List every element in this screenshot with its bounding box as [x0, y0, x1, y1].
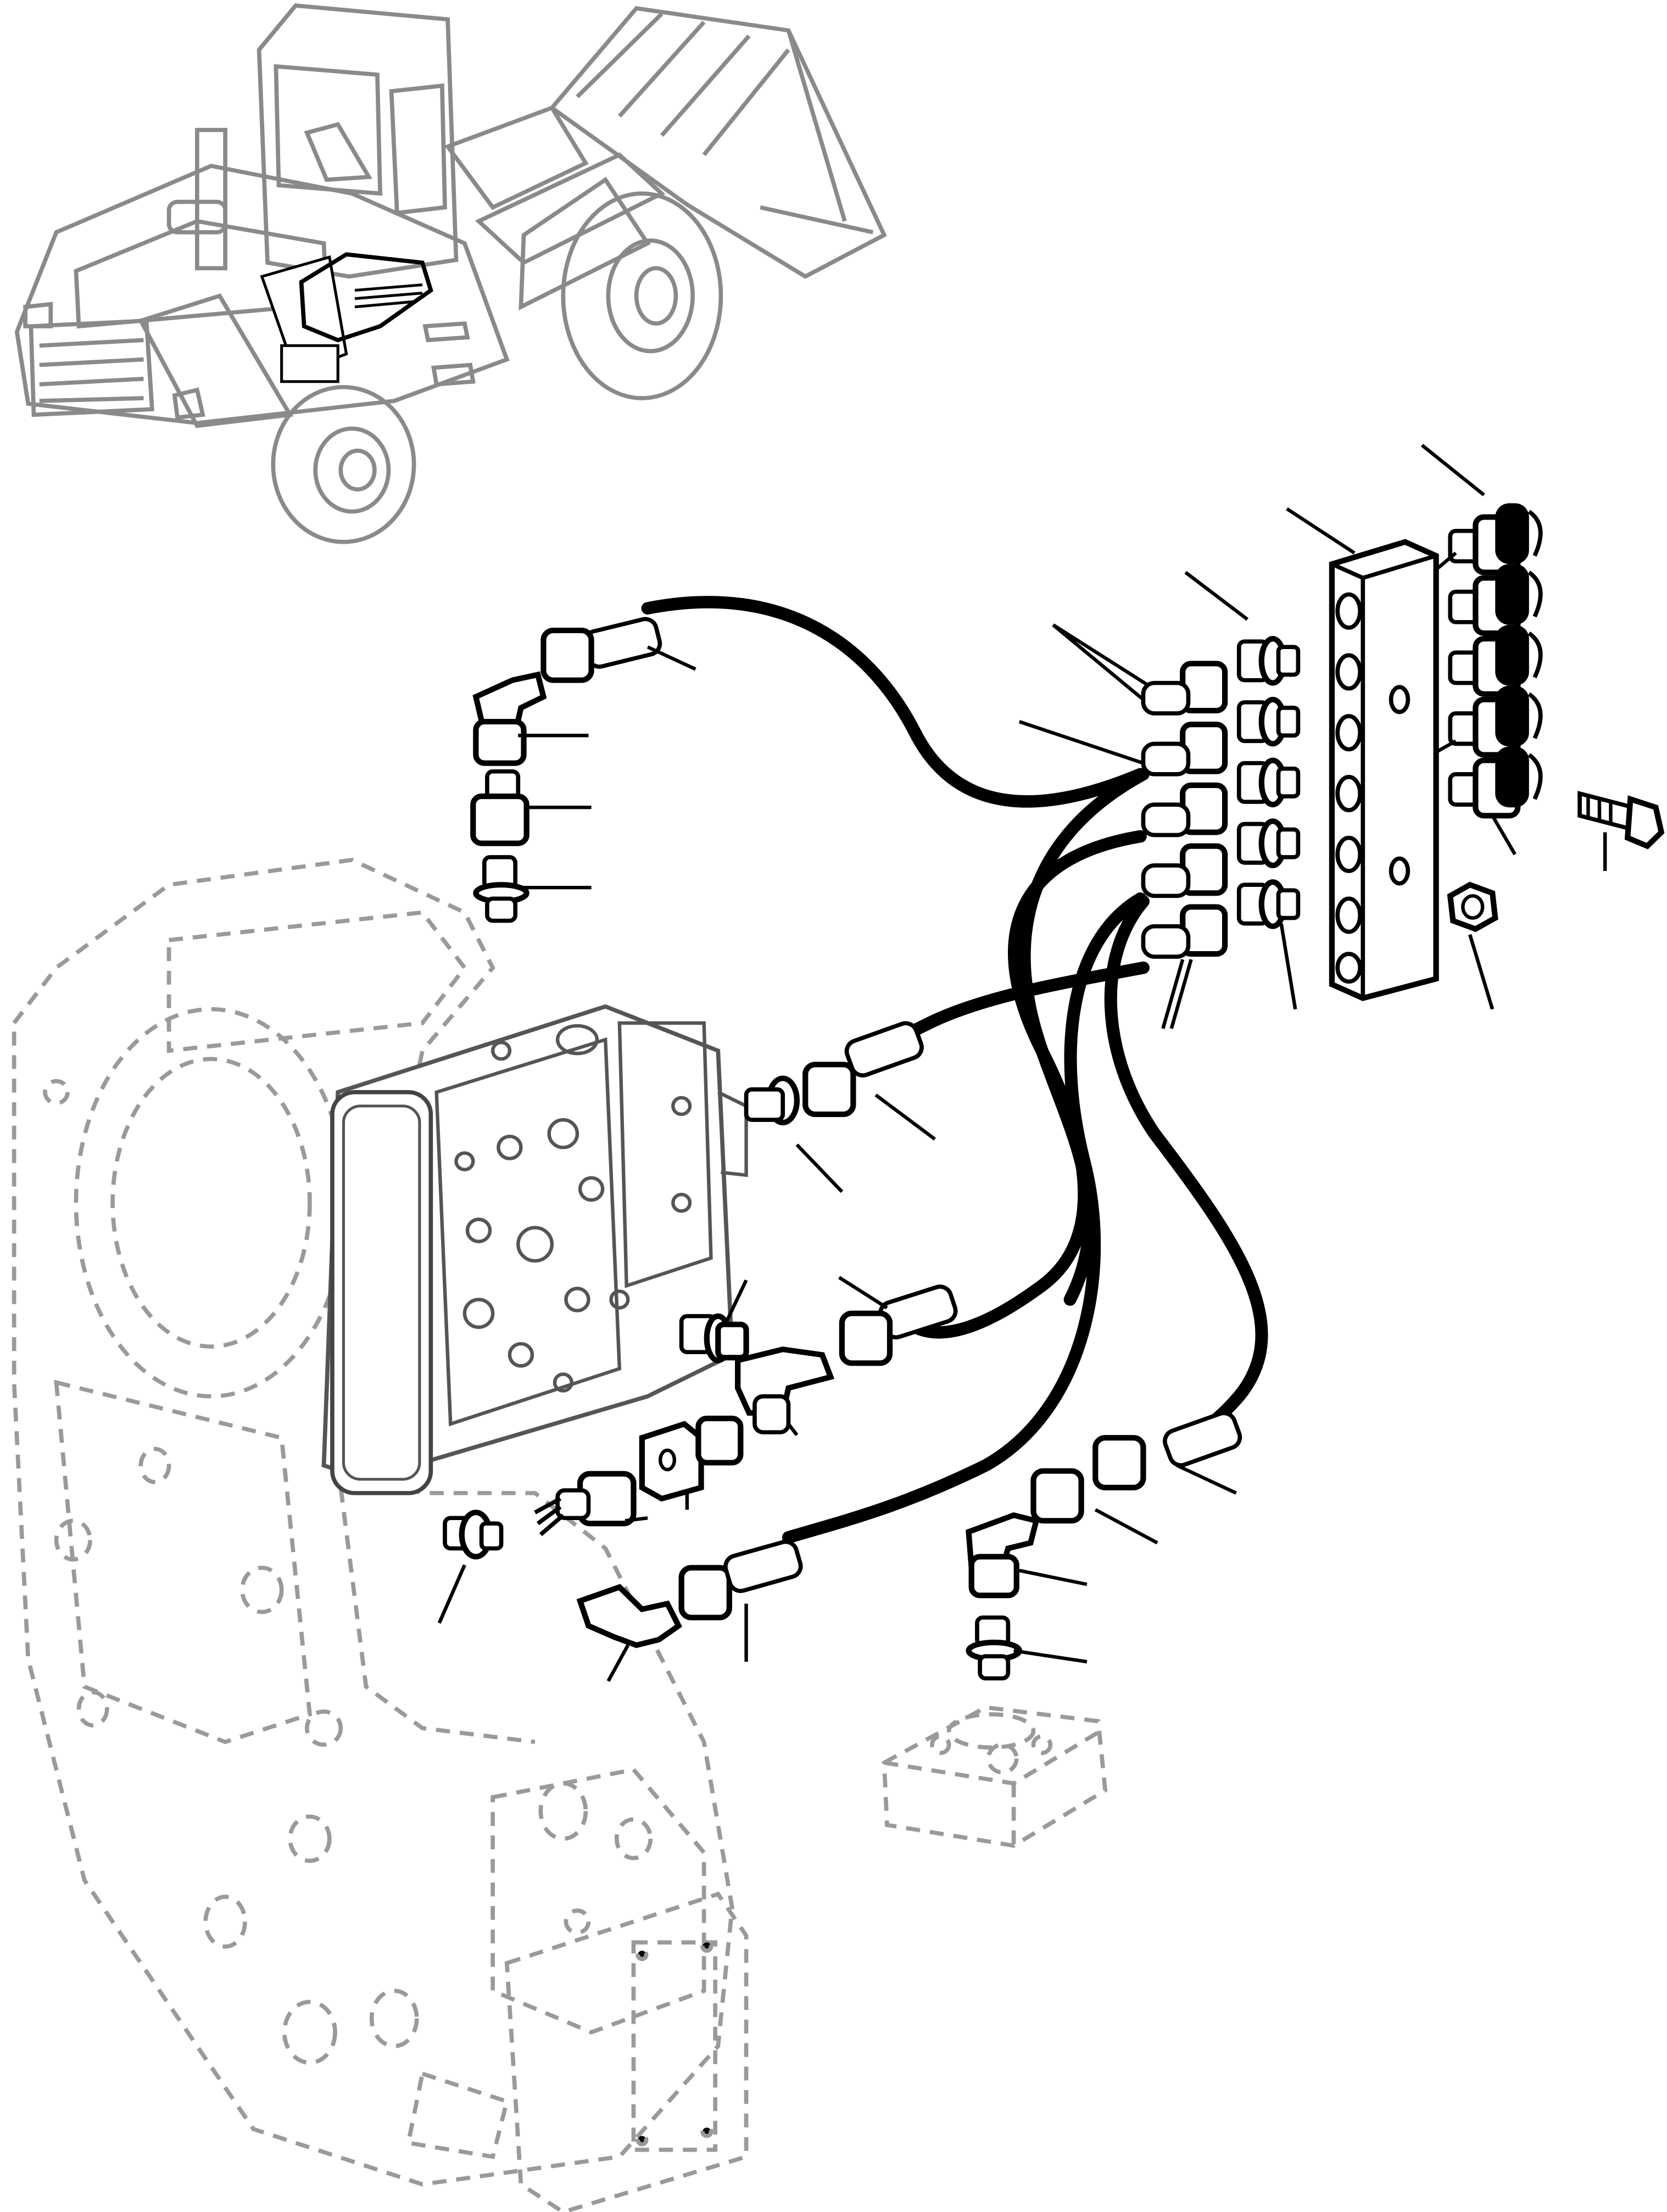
- hose-1: [641, 596, 1147, 808]
- test-coupler: [1448, 503, 1543, 576]
- nut: [1447, 881, 1498, 932]
- right-lower-fittings: [966, 1411, 1242, 1681]
- test-couplers: [1448, 503, 1543, 819]
- adapter: [1236, 757, 1301, 808]
- loader-boom: [444, 105, 589, 210]
- adapter: [1236, 636, 1301, 686]
- loader-cab: [257, 3, 459, 279]
- test-coupler: [1448, 685, 1543, 758]
- cover-plate: [504, 1891, 749, 2212]
- loader-front-wheel: [561, 191, 723, 400]
- sensor-block: [639, 1421, 704, 1502]
- loader-bucket: [549, 6, 887, 279]
- hoses: [641, 596, 1268, 1544]
- adapter: [1236, 879, 1301, 929]
- loader-highlight-transmission: [260, 252, 433, 383]
- fitting-stack-upper: [470, 617, 662, 923]
- test-coupler: [1448, 746, 1543, 819]
- loader-rear-wheel: [271, 385, 416, 544]
- control-valve: [321, 1004, 748, 1495]
- hose-6: [1104, 895, 1268, 1433]
- hose-4: [1018, 768, 1150, 1306]
- wheel-loader-overview: [14, 3, 887, 544]
- leader-lines: [437, 444, 1607, 1682]
- adapter: [1236, 818, 1301, 868]
- pressure-sensor: [534, 1471, 637, 1537]
- loader-grille: [29, 319, 154, 417]
- hose-ends-upper: [1141, 661, 1228, 959]
- port-block: [882, 1705, 1108, 1848]
- bolt: [1577, 791, 1665, 850]
- adapter-column: [1236, 636, 1301, 929]
- lower-fittings: [443, 1510, 803, 1649]
- mid-fittings: [744, 1021, 924, 1126]
- adapter: [1236, 696, 1301, 747]
- loader-body: [14, 164, 510, 426]
- distribution-block: [1329, 539, 1439, 1001]
- hose-3: [782, 892, 1147, 1544]
- tee-sensor-group: [534, 1284, 958, 1537]
